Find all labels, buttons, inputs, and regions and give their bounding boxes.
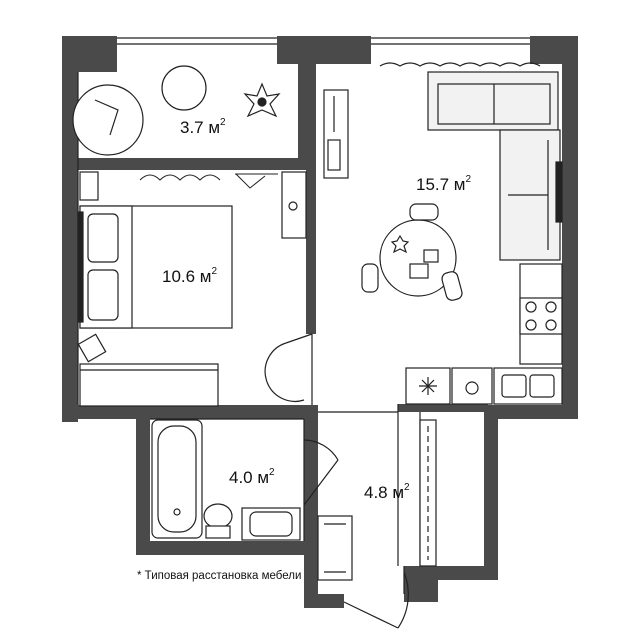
dishwasher-knob <box>465 381 479 395</box>
drain-icon <box>173 508 181 516</box>
wall-hall-step <box>438 566 498 580</box>
bathtub-inner <box>157 425 197 533</box>
bathroom-door <box>303 439 339 506</box>
desk-icon <box>79 363 219 407</box>
dining-chair-icon <box>441 271 463 301</box>
side-table-icon <box>161 65 207 111</box>
wall-hall-left <box>304 407 318 607</box>
wall-pillar-top-middle <box>277 36 371 64</box>
washbasin-bowl <box>249 511 293 537</box>
wall-corner-top-right <box>530 36 578 64</box>
pillow-icon <box>87 213 119 263</box>
wall-bedroom-bottom <box>62 405 318 419</box>
headboard-strip <box>77 211 84 323</box>
room-area-living-kitchen: 15.7 м2 <box>416 174 472 194</box>
room-area-storage: 3.7 м2 <box>180 117 226 137</box>
dining-chair-icon <box>361 263 379 293</box>
bathroom-furniture <box>151 419 301 541</box>
plant-icon <box>243 82 281 118</box>
toilet-icon <box>203 503 233 529</box>
entry-door <box>343 571 409 629</box>
wall-right <box>562 64 578 419</box>
wall-bath-left <box>136 405 150 555</box>
wall-hall-bottom-left <box>304 594 344 608</box>
chair-seat-line <box>94 99 119 136</box>
storage-furniture <box>72 65 281 156</box>
thin-lines <box>77 37 530 594</box>
napkin-icon <box>409 263 429 279</box>
pillow-icon <box>87 269 119 321</box>
room-area-hallway: 4.8 м2 <box>364 482 410 502</box>
wall-corner-top-left <box>62 36 117 72</box>
walls <box>62 36 578 608</box>
tv-icon <box>327 139 341 171</box>
chair-icon <box>77 333 107 363</box>
wall-hall-right-outer <box>484 405 498 580</box>
wall-living-left <box>306 64 316 334</box>
stove-icon <box>519 297 563 335</box>
bedroom-furniture <box>77 171 307 407</box>
room-area-bedroom: 10.6 м2 <box>162 266 218 286</box>
wardrobe-knob <box>288 201 298 211</box>
living-furniture <box>323 62 563 405</box>
napkin-icon <box>423 249 439 263</box>
sink-bowl-icon <box>529 374 555 398</box>
hallway-furniture <box>317 419 437 581</box>
wall-hall-bottom-right <box>404 566 438 602</box>
window-blind <box>555 161 563 223</box>
sink-bowl-icon <box>501 374 527 398</box>
shoe-cabinet-icon <box>317 515 353 581</box>
toilet-tank <box>205 525 231 539</box>
wall-bath-bottom <box>136 541 318 555</box>
room-area-bathroom: 4.0 м2 <box>229 467 275 487</box>
wardrobe-rail <box>139 173 278 189</box>
wardrobe-hall-icon <box>419 419 437 567</box>
wall-storage-right <box>298 64 308 170</box>
wall-living-bottom <box>398 404 488 412</box>
nightstand-icon <box>79 171 99 201</box>
flower-icon <box>390 234 410 254</box>
furniture-note: * Типовая расстановка мебели <box>137 570 302 582</box>
bedroom-door <box>264 333 313 402</box>
room-labels: 3.7 м2 10.6 м2 15.7 м2 4.0 м2 4.8 м2 <box>162 117 472 502</box>
dining-chair-icon <box>409 203 439 221</box>
wall-bottom-right <box>484 405 578 419</box>
wall-storage-bottom <box>62 158 302 170</box>
snowflake-icon <box>419 377 437 395</box>
round-chair-icon <box>72 84 144 156</box>
